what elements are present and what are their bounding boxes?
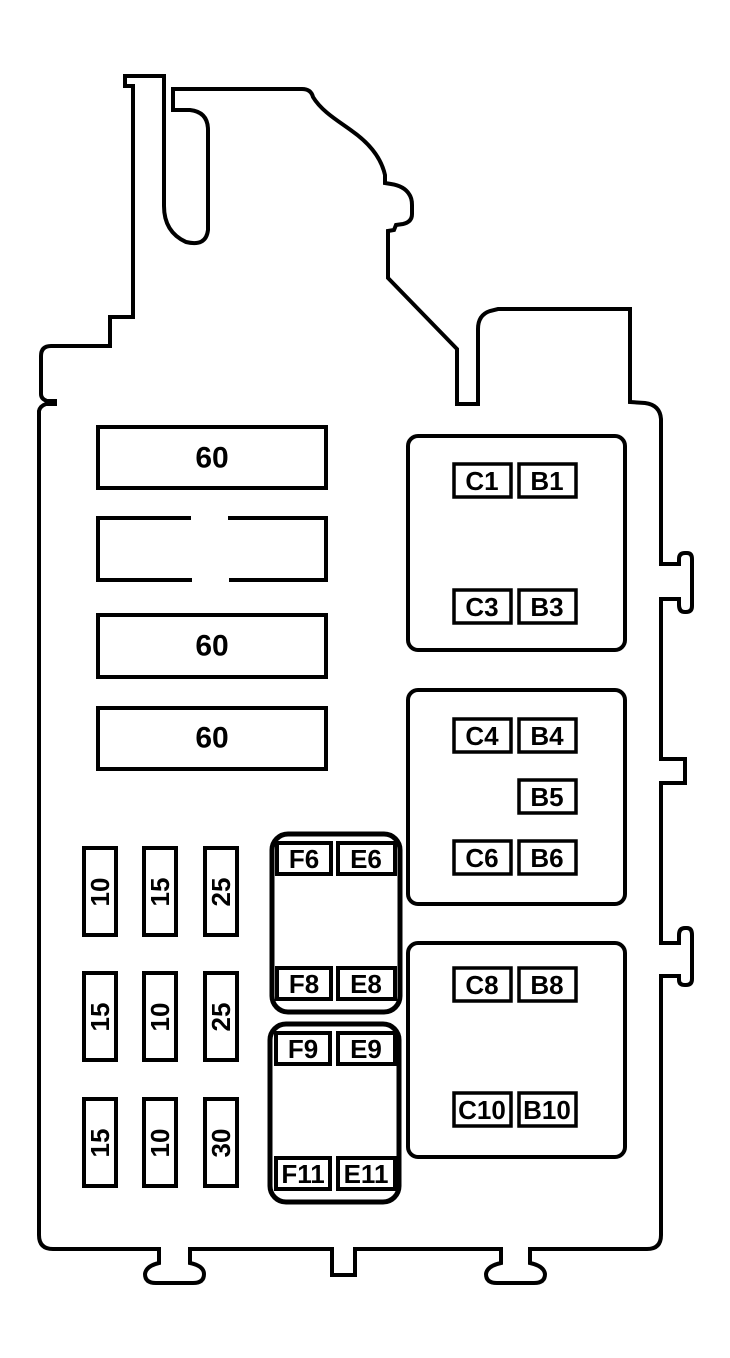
fe-slot-E6-label: E6 bbox=[350, 844, 382, 874]
mini-fuse-r2c3-label: 25 bbox=[206, 1003, 236, 1032]
fe-slot-E9-label: E9 bbox=[350, 1034, 382, 1064]
relay-slot-C4-label: C4 bbox=[465, 721, 499, 751]
fuse-box-outline bbox=[37, 74, 694, 1285]
fe-slot-F9-label: F9 bbox=[288, 1034, 318, 1064]
maxi-fuse-3-label: 60 bbox=[195, 630, 228, 663]
relay-slot-B4-box bbox=[517, 717, 578, 754]
maxi-fuse-1-box bbox=[96, 425, 328, 490]
relay-slot-B4-label: B4 bbox=[530, 721, 564, 751]
relay-slot-B8-box bbox=[517, 966, 578, 1003]
fe-slot-E9-box bbox=[336, 1031, 397, 1066]
fe-slot-E6-box bbox=[336, 841, 397, 876]
maxi-fuse-1-label: 60 bbox=[195, 442, 228, 475]
mini-fuse-r2c2-box bbox=[142, 971, 178, 1062]
mini-fuse-r1c3-label: 25 bbox=[206, 878, 236, 907]
fe-slot-F11-label: F11 bbox=[281, 1159, 324, 1189]
mini-fuse-r2c2-label: 10 bbox=[145, 1003, 175, 1032]
mini-fuse-r3c3-box bbox=[203, 1097, 239, 1188]
relay-slot-B1-box bbox=[517, 462, 578, 499]
relay-slot-B6-box bbox=[517, 839, 578, 876]
mini-fuse-r3c2-box bbox=[142, 1097, 178, 1188]
relay-block-1 bbox=[406, 434, 627, 652]
relay-slot-C4-box bbox=[452, 717, 513, 754]
fe-slot-E11-box bbox=[336, 1156, 397, 1191]
relay-slot-B10-label: B10 bbox=[523, 1095, 571, 1125]
maxi-fuse-3-box bbox=[96, 613, 328, 679]
relay-slot-B6-label: B6 bbox=[530, 843, 563, 873]
fe-block-1 bbox=[269, 831, 403, 1015]
mini-fuse-r1c2-box bbox=[142, 846, 178, 937]
fe-slot-F8-box bbox=[275, 966, 333, 1001]
relay-slot-C6-box bbox=[452, 839, 513, 876]
fe-block-2 bbox=[267, 1021, 402, 1205]
fe-slot-E8-box bbox=[336, 966, 397, 1001]
mini-fuse-r1c2-label: 15 bbox=[145, 878, 175, 907]
relay-slot-C8-label: C8 bbox=[465, 970, 498, 1000]
relay-slot-B5-box bbox=[517, 778, 578, 815]
mini-fuse-r1c3-box bbox=[203, 846, 239, 937]
maxi-fuse-4-box bbox=[96, 706, 328, 771]
relay-slot-C1-box bbox=[452, 462, 513, 499]
fe-slot-F6-box bbox=[275, 841, 333, 876]
mini-fuse-r1c1-box bbox=[82, 846, 118, 937]
fe-slot-E8-label: E8 bbox=[350, 969, 382, 999]
relay-slot-C8-box bbox=[452, 966, 513, 1003]
mini-fuse-r3c1-label: 15 bbox=[85, 1129, 115, 1158]
mini-fuse-r3c3-label: 30 bbox=[206, 1129, 236, 1158]
maxi-fuse-2-box-left bbox=[96, 516, 192, 582]
mini-fuse-r3c2-label: 10 bbox=[145, 1129, 175, 1158]
relay-slot-B1-label: B1 bbox=[530, 466, 563, 496]
relay-slot-B3-label: B3 bbox=[530, 592, 563, 622]
fe-slot-E11-label: E11 bbox=[344, 1159, 389, 1189]
relay-slot-B8-label: B8 bbox=[530, 970, 563, 1000]
mini-fuse-r2c3-box bbox=[203, 971, 239, 1062]
relay-slot-C3-box bbox=[452, 588, 513, 625]
fe-slot-F6-label: F6 bbox=[289, 844, 319, 874]
relay-slot-B5-label: B5 bbox=[530, 782, 563, 812]
mini-fuse-r2c1-label: 15 bbox=[85, 1003, 115, 1032]
maxi-fuse-2-box-right bbox=[228, 516, 328, 582]
relay-slot-B3-box bbox=[517, 588, 578, 625]
relay-slot-C3-label: C3 bbox=[465, 592, 498, 622]
fe-slot-F9-box bbox=[274, 1031, 332, 1066]
fe-slot-F8-label: F8 bbox=[289, 969, 319, 999]
relay-slot-C6-label: C6 bbox=[465, 843, 498, 873]
relay-slot-C10-label: C10 bbox=[458, 1095, 506, 1125]
mini-fuse-r2c1-box bbox=[82, 971, 118, 1062]
mini-fuse-r1c1-label: 10 bbox=[85, 878, 115, 907]
relay-block-2 bbox=[406, 688, 627, 906]
relay-slot-C1-label: C1 bbox=[465, 466, 498, 496]
relay-slot-B10-box bbox=[517, 1091, 578, 1128]
fe-slot-F11-box bbox=[274, 1156, 332, 1191]
mini-fuse-r3c1-box bbox=[82, 1097, 118, 1188]
relay-slot-C10-box bbox=[452, 1091, 513, 1128]
relay-block-3 bbox=[406, 941, 627, 1159]
maxi-fuse-4-label: 60 bbox=[195, 722, 228, 755]
